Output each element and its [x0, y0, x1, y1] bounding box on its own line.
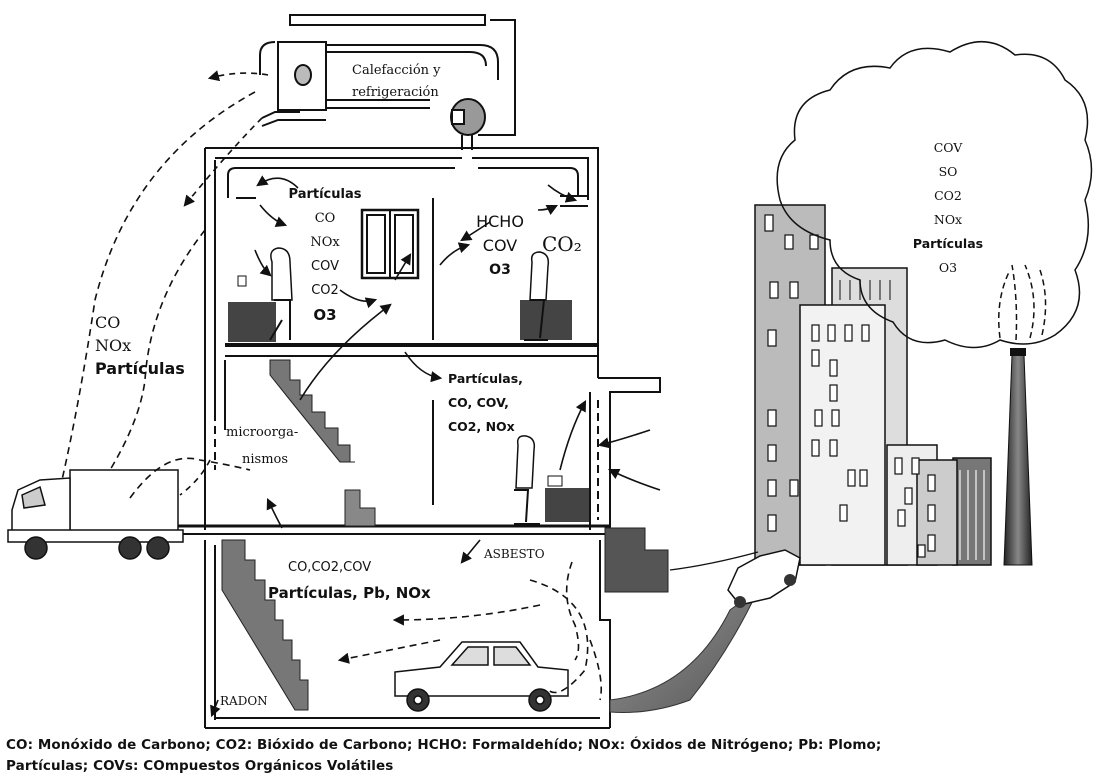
airflow-arrows — [62, 73, 660, 715]
room2-co2: CO₂ — [542, 232, 582, 256]
cloud-nox: NOx — [908, 208, 988, 232]
caption-line-2: Partículas; COVs: COmpuestos Orgánicos V… — [6, 758, 393, 774]
microorganismos-label-1: microorga- — [226, 425, 298, 441]
truck — [8, 470, 183, 559]
radon-label: RADON — [220, 694, 268, 708]
hvac-label: Calefacción y refrigeración — [352, 63, 441, 100]
room1-cov: COV — [280, 255, 370, 279]
hvac-label-line1: Calefacción y — [352, 63, 441, 79]
hvac-label-line2: refrigeración — [352, 85, 441, 101]
room1-o3: O3 — [280, 303, 370, 327]
microorganismos-label-2: nismos — [242, 452, 288, 468]
cloud-o3: O3 — [908, 256, 988, 280]
cloud-co2: CO2 — [908, 184, 988, 208]
room1-particulas: Partículas — [280, 183, 370, 207]
room1-pollutants: Partículas CO NOx COV CO2 O3 — [280, 183, 370, 327]
basement-co-co2-cov: CO,CO2,COV — [288, 560, 371, 576]
room2-cov: COV — [470, 234, 530, 258]
room1-nox: NOx — [280, 231, 370, 255]
cloud-particulas: Partículas — [908, 232, 988, 256]
room2-hcho: HCHO — [470, 210, 530, 234]
room1-co2: CO2 — [280, 279, 370, 303]
middle-particulas: Partículas, — [448, 367, 548, 391]
cloud-pollutants: COV SO CO2 NOx Partículas O3 — [908, 136, 988, 280]
room2-pollutants: HCHO COV O3 — [470, 210, 530, 282]
outside-particulas: Partículas — [95, 357, 185, 380]
middle-co2-nox: CO2, NOx — [448, 415, 548, 439]
asbesto-label: ASBESTO — [484, 547, 545, 561]
middle-co-cov: CO, COV, — [448, 391, 548, 415]
cloud-cov: COV — [908, 136, 988, 160]
smokestack — [999, 265, 1046, 565]
outside-co: CO — [95, 311, 185, 334]
outside-pollutants: CO NOx Partículas — [95, 311, 185, 380]
room2-o3: O3 — [470, 258, 530, 282]
basement-car — [395, 642, 568, 711]
basement-particulas-pb-nox: Partículas, Pb, NOx — [268, 584, 431, 602]
outside-nox: NOx — [95, 334, 185, 357]
middle-floor-pollutants: Partículas, CO, COV, CO2, NOx — [448, 367, 548, 439]
room1-co: CO — [280, 207, 370, 231]
cloud-so: SO — [908, 160, 988, 184]
caption-line-1: CO: Monóxido de Carbono; CO2: Bióxido de… — [6, 737, 881, 753]
